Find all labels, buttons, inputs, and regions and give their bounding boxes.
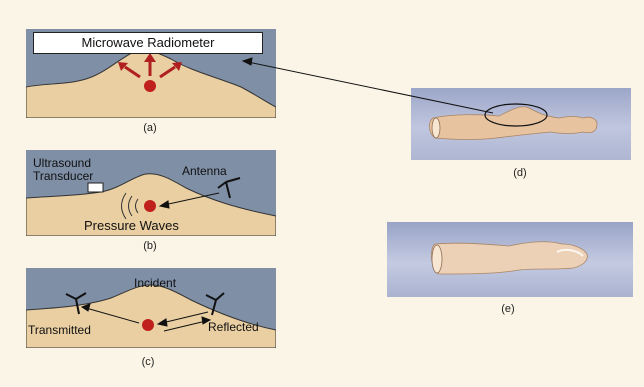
panel-d-scene xyxy=(411,88,631,160)
tumor-marker-b xyxy=(144,200,156,212)
ultrasound-label: Ultrasound xyxy=(33,157,91,169)
ultrasound-transducer xyxy=(88,183,103,192)
caption-a: (a) xyxy=(130,122,170,134)
microwave-radiometer-box: Microwave Radiometer xyxy=(33,32,263,54)
breast-phantom-d xyxy=(411,88,631,160)
incident-label: Incident xyxy=(134,277,176,289)
tumor-marker-c xyxy=(142,319,154,331)
caption-d: (d) xyxy=(500,167,540,179)
tumor-marker-a xyxy=(144,80,156,92)
antenna-icon xyxy=(218,178,240,198)
antenna-label: Antenna xyxy=(182,165,227,177)
panel-e-scene xyxy=(387,222,633,297)
caption-e: (e) xyxy=(488,303,528,315)
transducer-label: Transducer xyxy=(33,170,93,182)
breast-phantom-e xyxy=(387,222,633,297)
caption-b: (b) xyxy=(130,240,170,252)
caption-c: (c) xyxy=(128,356,168,368)
reflected-label: Reflected xyxy=(208,321,259,333)
pressure-waves-label: Pressure Waves xyxy=(84,219,179,232)
transmitted-label: Transmitted xyxy=(28,324,91,336)
